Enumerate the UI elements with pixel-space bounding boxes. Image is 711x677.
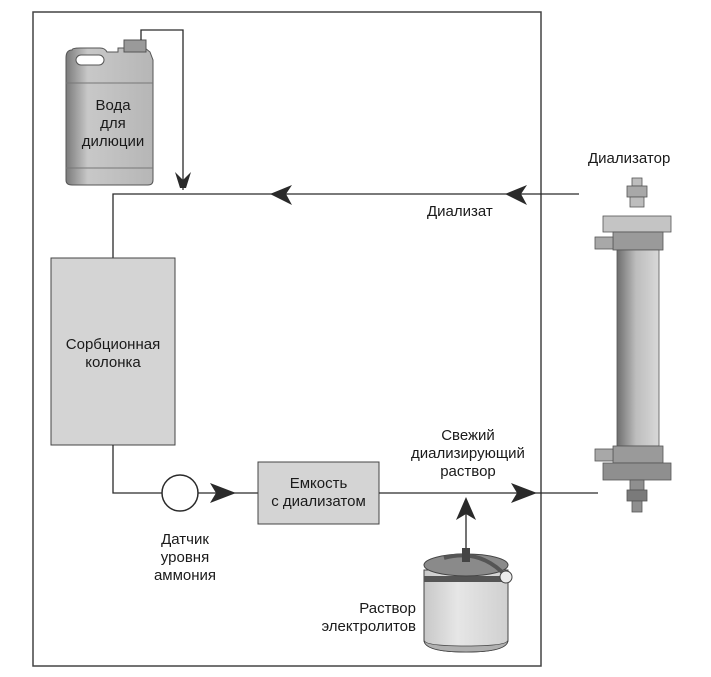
sorbent-column-label: Сорбционная колонка: [65, 336, 161, 371]
dialysate-tank-box: [257, 461, 380, 525]
arrow-left-icon: [505, 185, 527, 205]
arrow-up-icon: [456, 497, 476, 520]
dilution-water-label: Вода для дилюции: [81, 97, 145, 150]
dialysate-return-line: [112, 193, 579, 258]
dilution-water-canister: [65, 39, 154, 186]
system-frame: [32, 11, 542, 667]
dialyzer-device: [594, 177, 672, 513]
arrow-right-icon: [210, 483, 236, 503]
electrolyte-drum: [423, 548, 513, 653]
arrow-left-icon: [270, 185, 292, 205]
dialysate-tank-label: Емкость с диализатом: [271, 475, 366, 510]
dilution-water-pipe: [140, 29, 184, 190]
arrow-down-icon: [175, 172, 191, 188]
dialysate-label: Диализат: [427, 203, 493, 220]
dialyzer-label: Диализатор: [588, 150, 671, 167]
ammonia-sensor-icon: [161, 474, 199, 512]
sorbent-outlet-line: [112, 445, 162, 494]
electrolyte-solution-label: Раствор электролитов: [321, 600, 416, 635]
arrow-right-icon: [511, 483, 537, 503]
ammonia-sensor-label: Датчик уровня аммония: [153, 531, 217, 584]
fresh-solution-label: Свежий диализирующий раствор: [411, 427, 525, 480]
